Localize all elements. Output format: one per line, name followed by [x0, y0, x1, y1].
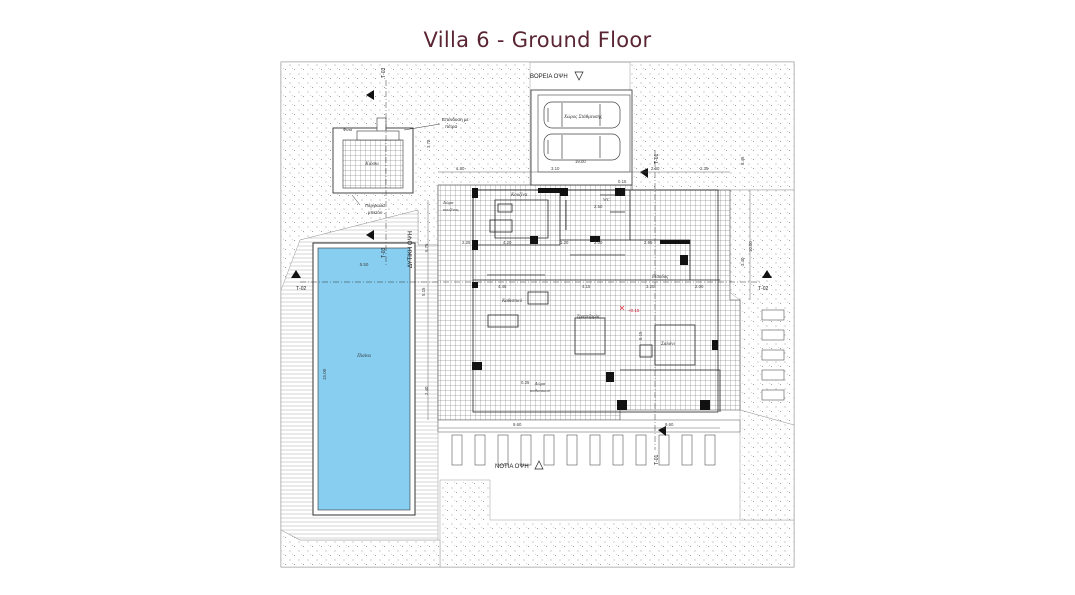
svg-text:2.50: 2.50: [594, 204, 603, 209]
svg-text:4.20: 4.20: [503, 240, 512, 245]
svg-text:1.80: 1.80: [456, 166, 465, 171]
svg-text:15.00: 15.00: [322, 368, 327, 380]
north-arrow: [574, 71, 584, 81]
dining-label: Τραπεζαρία: [576, 314, 599, 320]
page-title: Villa 6 - Ground Floor: [423, 28, 652, 52]
south-arrow: [534, 460, 544, 470]
steps-south: [451, 434, 716, 466]
svg-text:2.00: 2.00: [594, 240, 603, 245]
svg-text:9.60: 9.60: [513, 422, 522, 427]
svg-text:4.15: 4.15: [582, 284, 591, 289]
section-t03-mid: Τ-03: [381, 248, 387, 259]
svg-text:19.00: 19.00: [575, 159, 586, 164]
level-mark: [619, 305, 625, 311]
pergola-label-1: Πέργκολα: [365, 202, 385, 208]
svg-text:3.10: 3.10: [551, 166, 560, 171]
svg-text:2.25: 2.25: [462, 240, 471, 245]
svg-text:3.20: 3.20: [646, 284, 655, 289]
section-t01-bottom: Τ-01: [654, 455, 660, 466]
parking-label: Χώρος Στάθμευσης: [563, 115, 603, 120]
pergola-label-2: μπετόν: [368, 209, 383, 215]
section-t02-left: Τ-02: [296, 286, 307, 292]
kitchen-label: Κουζίνα: [510, 192, 528, 198]
kitchen-patio-label-2: κουζίνας: [443, 207, 459, 212]
pool-label: Πισίνα: [356, 354, 371, 359]
svg-text:10.00: 10.00: [748, 241, 753, 252]
kiosk-label: Κιόσκι: [364, 162, 379, 167]
living-label: Καθιστικό: [501, 299, 523, 304]
entrance-label: Είσοδος: [651, 275, 669, 280]
bbq-block: [356, 130, 400, 141]
svg-text:3.75: 3.75: [426, 139, 431, 148]
level-label: +0.15: [628, 308, 640, 313]
pool-room-label: Φυτό: [343, 127, 353, 132]
svg-text:5.75: 5.75: [424, 243, 429, 252]
svg-text:1.20: 1.20: [560, 240, 569, 245]
car-1: [543, 101, 621, 129]
walls: [472, 188, 718, 410]
svg-text:8.15: 8.15: [638, 331, 643, 340]
pool-water: [317, 247, 411, 511]
paving-south-strip: [437, 419, 741, 433]
steps-east: [761, 309, 785, 401]
svg-text:5.15: 5.15: [421, 287, 426, 296]
patio-label-1: Δώμα: [534, 381, 546, 386]
fire-note-2: πέτρα: [445, 123, 457, 129]
car-2: [543, 133, 621, 161]
svg-text:2.95: 2.95: [644, 240, 653, 245]
fire-note-1: Επένδυση με: [442, 116, 468, 122]
svg-text:4.45: 4.45: [498, 284, 507, 289]
svg-text:9.60: 9.60: [665, 422, 674, 427]
svg-text:2.35: 2.35: [700, 166, 709, 171]
section-t03-top: Τ-03: [381, 68, 387, 79]
svg-text:0.25: 0.25: [521, 380, 530, 385]
svg-text:8.45: 8.45: [740, 156, 745, 165]
patio-label-2: καθιστικού: [530, 388, 550, 393]
wc-label: WC: [603, 197, 611, 202]
svg-text:2.60: 2.60: [651, 166, 660, 171]
terrain-east-strip: [739, 409, 795, 521]
north-elevation-label: ΒΟΡΕΙΑ ΟΨΗ: [530, 74, 568, 80]
svg-text:3.40: 3.40: [740, 257, 745, 266]
section-t01-top: Τ-01: [654, 154, 660, 165]
svg-text:5.50: 5.50: [360, 262, 369, 267]
section-t02-right: Τ-02: [758, 286, 769, 292]
paving: [437, 184, 741, 421]
parking-inner: [537, 94, 631, 173]
south-elevation-label: ΝΟΤΙΑ ΟΨΗ: [495, 464, 529, 470]
section-markers: [291, 90, 772, 436]
salon-label: Σαλόνι: [660, 342, 675, 347]
west-elevation-label: ΔΥΤΙΚΗ ΟΨΗ: [408, 231, 414, 268]
svg-text:0.15: 0.15: [618, 179, 627, 184]
svg-text:2.00: 2.00: [695, 284, 704, 289]
svg-text:2.40: 2.40: [424, 386, 429, 395]
kitchen-patio-label-1: Δώμα: [442, 200, 454, 205]
